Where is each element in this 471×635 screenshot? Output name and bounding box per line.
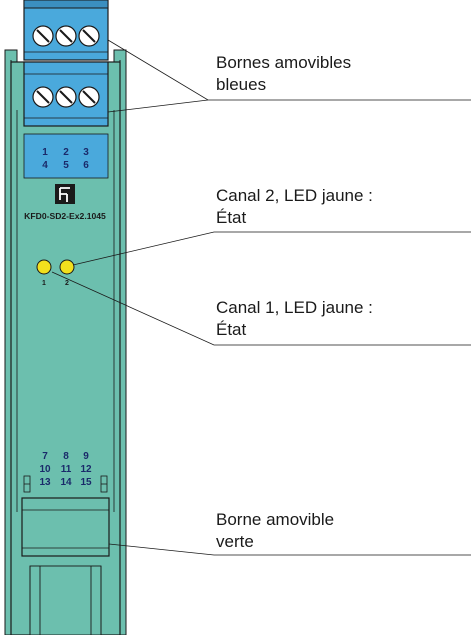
callout-line: État	[216, 208, 247, 227]
callout-line: Bornes amovibles	[216, 53, 352, 72]
terminal-number: 7	[42, 451, 48, 462]
terminal-number: 11	[61, 464, 72, 475]
terminal-number: 5	[63, 160, 69, 171]
callout-green-terminal: Borne amovible verte	[216, 509, 334, 553]
screw-slot	[36, 29, 50, 43]
terminal-number: 1	[42, 147, 48, 158]
leader-green-terminal	[108, 543, 471, 556]
terminal-number: 8	[63, 451, 69, 462]
terminal-number: 2	[63, 147, 69, 158]
callout-led-channel1: Canal 1, LED jaune : État	[216, 297, 373, 341]
led-label: 2	[65, 280, 69, 287]
terminal-number: 6	[83, 160, 89, 171]
top-terminal-numbers: 1 2 3 4 5 6	[42, 147, 89, 171]
callout-line: bleues	[216, 75, 267, 94]
terminal-number: 12	[80, 464, 92, 475]
screw-slot	[82, 29, 96, 43]
led-channel1: 1	[36, 259, 52, 287]
screw-slot	[59, 90, 73, 104]
terminal-number: 3	[83, 147, 89, 158]
model-label: KFD0-SD2-Ex2.1045	[24, 211, 106, 221]
terminal-number: 9	[83, 451, 89, 462]
callout-line: Canal 1, LED jaune :	[216, 298, 373, 317]
terminal-number: 10	[39, 464, 51, 475]
callout-led-channel2: Canal 2, LED jaune : État	[216, 185, 373, 229]
callout-line: verte	[216, 532, 254, 551]
bottom-terminal-numbers: 7 8 9 10 11 12 13 14 15	[39, 451, 92, 488]
terminal-number: 13	[39, 477, 51, 488]
terminal-number: 14	[60, 477, 72, 488]
blue-terminal-number-panel	[23, 133, 109, 179]
callout-line: État	[216, 320, 247, 339]
screws-mid	[32, 86, 100, 108]
screws-top	[32, 25, 100, 47]
terminal-number: 15	[80, 477, 92, 488]
callout-leaders	[51, 39, 471, 556]
callout-line: Canal 2, LED jaune :	[216, 186, 373, 205]
housing-bottom-detail	[29, 565, 102, 635]
latch-clips	[23, 475, 108, 493]
led-label: 1	[42, 280, 46, 287]
leader-led-channel1	[51, 271, 471, 346]
led-channel2: 2	[59, 259, 75, 287]
terminal-number: 4	[42, 160, 48, 171]
screw-slot	[36, 90, 50, 104]
green-terminal	[21, 497, 110, 557]
screw-slot	[59, 29, 73, 43]
callout-line: Borne amovible	[216, 510, 335, 529]
leader-led-channel2	[72, 231, 471, 266]
pepperl-fuchs-logo-icon	[55, 184, 75, 204]
housing-grooves	[16, 110, 115, 512]
callout-blue-terminals: Bornes amovibles bleues	[216, 52, 351, 96]
leader-blue-terminal-lower	[107, 99, 209, 113]
screw-slot	[82, 90, 96, 104]
